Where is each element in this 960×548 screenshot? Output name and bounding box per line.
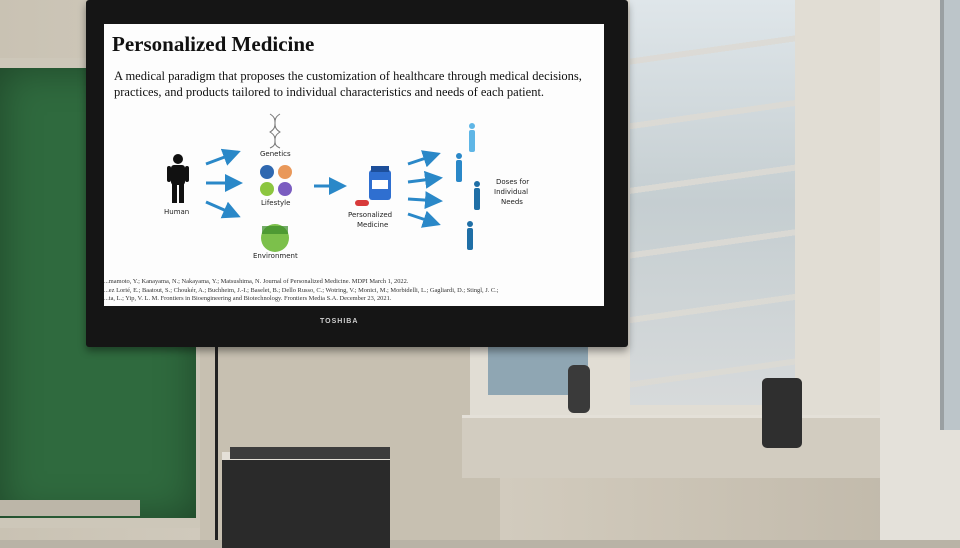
label-individual: Individual xyxy=(494,188,529,196)
reference-3: ...ta, L.; Yip, V. L. M. Frontiers in Bi… xyxy=(104,295,392,303)
window-latch-right xyxy=(762,378,802,448)
window-security-bars xyxy=(630,0,795,405)
lifestyle-icons xyxy=(260,165,292,196)
label-doses-for: Doses for xyxy=(496,178,530,186)
human-icon xyxy=(167,154,189,203)
equipment-cart xyxy=(222,452,390,548)
reference-2: ...ez Lorié, E.; Baatout, S.; Choukér, A… xyxy=(104,286,499,294)
medicine-bottle-icon xyxy=(355,166,391,206)
tv-cable xyxy=(215,345,218,540)
slide-title: Personalized Medicine xyxy=(112,32,315,56)
window-latch-left xyxy=(568,365,590,413)
patient-figure-icons xyxy=(456,123,480,250)
label-environment: Environment xyxy=(253,252,298,260)
right-window xyxy=(940,0,960,430)
slide-screen: Personalized Medicine A medical paradigm… xyxy=(104,24,604,306)
window-sill xyxy=(462,415,882,478)
chalkboard-ledge xyxy=(0,500,140,516)
label-human: Human xyxy=(164,208,190,216)
tv-brand-logo: TOSHIBA xyxy=(320,318,359,325)
arrows-to-doses xyxy=(407,150,443,228)
label-medicine: Medicine xyxy=(357,221,389,229)
label-lifestyle: Lifestyle xyxy=(261,199,291,207)
keyboard xyxy=(230,447,390,459)
environment-icon xyxy=(261,224,289,252)
arrows-to-factors xyxy=(205,148,243,219)
label-needs: Needs xyxy=(501,198,523,206)
personalized-medicine-diagram xyxy=(167,113,480,252)
label-genetics: Genetics xyxy=(260,150,291,158)
reference-1: ...mamoto, Y.; Kanayama, N.; Nakayama, Y… xyxy=(104,278,409,285)
dna-icon xyxy=(269,113,281,149)
slide-references: ...mamoto, Y.; Kanayama, N.; Nakayama, Y… xyxy=(104,278,604,304)
label-personalized: Personalized xyxy=(348,211,393,219)
slide-definition: A medical paradigm that proposes the cus… xyxy=(114,69,582,99)
